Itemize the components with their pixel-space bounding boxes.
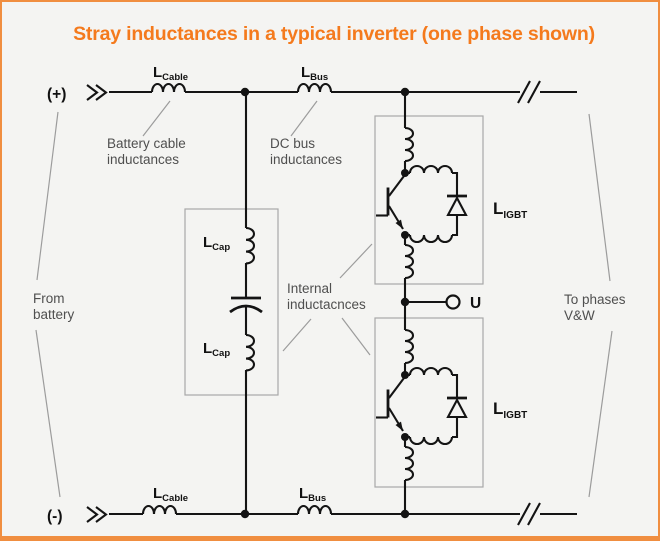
- inductor-loop-bottom-icon: [408, 234, 454, 244]
- negative-terminal-label: (-): [47, 508, 63, 525]
- igbt-symbol-lower-icon: [376, 377, 405, 432]
- break-chevrons-bottom-left-icon: [86, 506, 108, 523]
- output-node: U: [400, 294, 481, 312]
- leader-internal-cap: [282, 318, 312, 352]
- igbt-collector: [388, 175, 405, 197]
- inductor-loop-bottom-icon: [408, 436, 454, 446]
- wire-u4: [452, 171, 459, 196]
- diode-triangle-icon: [446, 195, 468, 217]
- bottom-rail: [86, 502, 577, 526]
- annotation-to-phases: To phases V&W: [564, 292, 629, 323]
- igbt-emitter-arrow: [395, 219, 403, 229]
- annotation-from-battery: From battery: [33, 291, 75, 322]
- inductor-collector-stray-icon: [404, 328, 414, 365]
- wire-l5: [452, 417, 459, 439]
- bracket-left-top: [36, 111, 59, 281]
- igbt-emitter-arrow: [395, 421, 403, 431]
- line-break-top-icon: [517, 80, 541, 104]
- diode-triangle-icon: [446, 397, 468, 419]
- annotation-internal: Internal inductacnces: [287, 281, 366, 312]
- leader-internal-upper: [339, 243, 373, 279]
- capacitor-plate-bottom-icon: [229, 304, 263, 314]
- output-terminal-label: U: [470, 295, 481, 312]
- dc-link-cap-box: [184, 208, 279, 396]
- bracket-right-top: [588, 113, 611, 282]
- label-l-igbt-lower: LIGBT: [493, 399, 527, 421]
- inductor-emitter-stray-icon: [404, 243, 414, 280]
- inductor-loop-top-icon: [408, 366, 454, 376]
- label-l-igbt-upper: LIGBT: [493, 199, 527, 221]
- line-break-bottom-icon: [517, 502, 541, 526]
- annotation-battery-cable: Battery cable inductances: [107, 136, 190, 167]
- label-l-cable-bottom: LCable: [153, 485, 188, 504]
- label-l-bus-bottom: LBus: [299, 485, 326, 504]
- break-chevrons-top-left-icon: [86, 84, 108, 101]
- inductor-cable-top-icon: [150, 83, 187, 93]
- leader-dc-bus: [290, 100, 318, 137]
- igbt-collector: [388, 377, 405, 399]
- leader-battery-cable: [142, 100, 171, 137]
- cap-branch: [229, 92, 263, 514]
- label-l-bus-top: LBus: [301, 64, 328, 83]
- top-rail: [86, 80, 577, 104]
- inductor-collector-stray-icon: [404, 126, 414, 163]
- wire-l4: [452, 373, 459, 398]
- igbt-lower-box: [374, 317, 484, 488]
- inductor-bus-top-icon: [296, 83, 333, 93]
- output-terminal-icon: [445, 294, 461, 310]
- annotation-dc-bus: DC bus inductances: [270, 136, 342, 167]
- inductor-cable-bottom-icon: [141, 505, 178, 515]
- positive-terminal-label: (+): [47, 86, 66, 103]
- label-l-cable-top: LCable: [153, 64, 188, 83]
- leader-internal-lower: [341, 317, 371, 356]
- inductor-cap-upper-icon: [245, 226, 255, 265]
- label-l-cap-lower: LCap: [203, 340, 230, 359]
- bracket-left-bottom: [35, 329, 61, 498]
- igbt-symbol-upper-icon: [376, 175, 405, 230]
- label-l-cap-upper: LCap: [203, 234, 230, 253]
- bracket-right-bottom: [588, 330, 613, 498]
- inductor-emitter-stray-icon: [404, 445, 414, 482]
- diagram-title: Stray inductances in a typical inverter …: [73, 23, 595, 45]
- wire-u5: [452, 215, 459, 237]
- igbt-cell-lower: [376, 302, 468, 514]
- inductor-cap-lower-icon: [245, 333, 255, 372]
- inductor-bus-bottom-icon: [296, 505, 333, 515]
- leader-lines: [35, 100, 613, 498]
- igbt-upper-box: [374, 115, 484, 285]
- inductor-loop-top-icon: [408, 164, 454, 174]
- igbt-cell-upper: [376, 92, 468, 302]
